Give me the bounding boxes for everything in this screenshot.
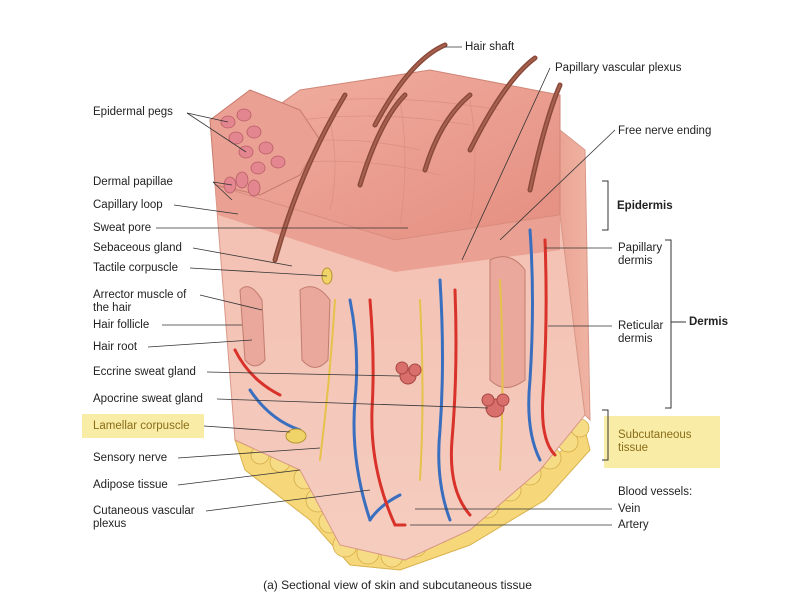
label-hair-follicle: Hair follicle: [93, 319, 150, 331]
label-cutaneous-vascular-plexus: Cutaneous vascular plexus: [93, 505, 195, 530]
label-sensory-nerve: Sensory nerve: [93, 452, 168, 464]
hair-follicles: [239, 256, 526, 388]
lamellar-corpuscle-highlight: [82, 414, 204, 438]
label-arrector-muscle: Arrector muscle of the hair: [93, 289, 187, 314]
lamellar-corpuscle: [285, 428, 307, 444]
label-adipose-tissue: Adipose tissue: [93, 479, 168, 491]
subcutaneous-highlight: [604, 416, 720, 468]
leader-lines: [147, 46, 616, 526]
nerves: [319, 279, 504, 481]
arteries: [233, 238, 557, 527]
label-hair-root: Hair root: [93, 341, 138, 353]
label-apocrine-sweat-gland: Apocrine sweat gland: [93, 393, 203, 405]
label-papillary-dermis: Papillary dermis: [618, 242, 663, 267]
label-hair-shaft: Hair shaft: [465, 41, 515, 53]
veins: [248, 228, 542, 522]
label-free-nerve-ending: Free nerve ending: [618, 125, 712, 137]
epidermal-pegs-flap: [209, 89, 321, 197]
sweat-glands: [395, 361, 510, 418]
label-sweat-pore: Sweat pore: [93, 222, 152, 234]
label-papillary-vascular-plexus: Papillary vascular plexus: [555, 62, 682, 74]
label-eccrine-sweat-gland: Eccrine sweat gland: [93, 366, 196, 378]
label-epidermis: Epidermis: [617, 200, 673, 212]
label-dermal-papillae: Dermal papillae: [93, 176, 173, 188]
label-lamellar-corpuscle: Lamellar corpuscle: [93, 420, 190, 432]
label-capillary-loop: Capillary loop: [93, 199, 163, 211]
label-sebaceous-gland: Sebaceous gland: [93, 242, 182, 254]
label-tactile-corpuscle: Tactile corpuscle: [93, 262, 179, 274]
label-epidermal-pegs: Epidermal pegs: [93, 106, 173, 118]
label-blood-vessels: Blood vessels:: [618, 486, 693, 498]
label-subcutaneous-tissue: Subcutaneous tissue: [618, 429, 692, 454]
layer-brackets: [602, 180, 686, 461]
label-dermis: Dermis: [689, 316, 728, 328]
label-reticular-dermis: Reticular dermis: [618, 320, 664, 345]
label-vein: Vein: [618, 503, 641, 515]
figure-caption: (a) Sectional view of skin and subcutane…: [263, 578, 532, 592]
label-artery: Artery: [618, 519, 649, 531]
